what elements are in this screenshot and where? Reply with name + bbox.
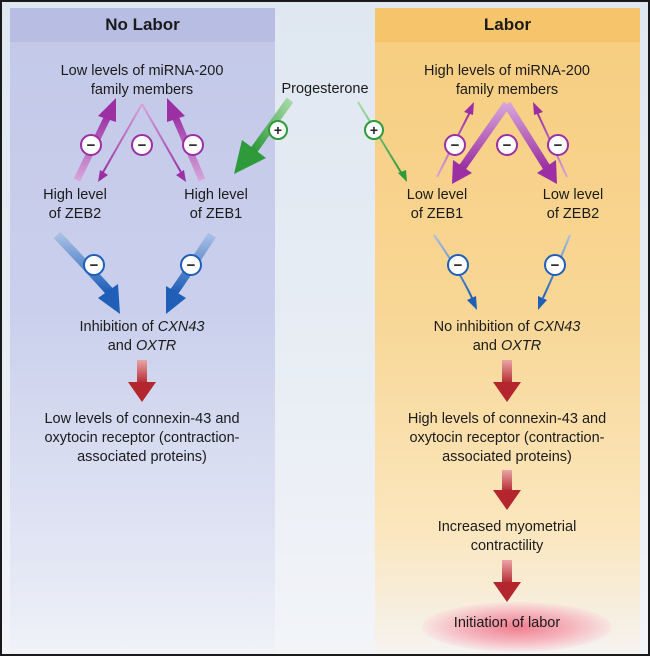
right-contractility-line-2: contractility <box>470 538 544 554</box>
right-result-line-2: oxytocin receptor (contraction- <box>409 430 605 446</box>
left-zeb1-label: High level of ZEB1 <box>166 186 266 224</box>
progesterone-to-right-zeb1-arrow <box>357 101 407 182</box>
svg-text:−: − <box>87 137 96 154</box>
right-zeb2-label: Low level of ZEB2 <box>528 186 618 224</box>
left-result-label: Low levels of connexin-43 and oxytocin r… <box>22 410 262 467</box>
right-red-arrow-1 <box>493 360 521 402</box>
minus-circle-icon: − <box>447 254 469 276</box>
minus-circle-icon: − <box>83 254 105 276</box>
left-result-line-3: associated proteins) <box>77 449 207 465</box>
plus-circle-icon: + <box>364 120 384 140</box>
minus-circle-icon: − <box>180 254 202 276</box>
svg-text:−: − <box>187 257 196 274</box>
left-zeb2-line-2: of ZEB2 <box>48 206 102 222</box>
minus-circle-icon: − <box>547 134 569 156</box>
left-inhibition-prefix: Inhibition of <box>79 319 158 335</box>
right-zeb2-line-1: Low level <box>542 187 604 203</box>
no-labor-header: No Labor <box>10 8 275 42</box>
right-gene-conj: and <box>472 338 501 354</box>
right-result-label: High levels of connexin-43 and oxytocin … <box>387 410 627 467</box>
right-mirna-to-zeb2-arrow <box>503 101 557 184</box>
right-contractility-label: Increased myometrial contractility <box>387 518 627 556</box>
right-zeb1-line-2: of ZEB1 <box>410 206 464 222</box>
svg-text:+: + <box>370 122 378 138</box>
svg-text:−: − <box>503 137 512 154</box>
minus-circle-icon: − <box>444 134 466 156</box>
right-contractility-line-1: Increased myometrial <box>437 519 577 535</box>
right-result-line-1: High levels of connexin-43 and <box>407 411 607 427</box>
right-mirna-to-zeb1-arrow <box>452 101 511 184</box>
left-mirna-to-zeb2-arrow <box>98 103 143 182</box>
left-gene-cxn43: CXN43 <box>157 319 205 335</box>
svg-text:−: − <box>138 137 147 154</box>
svg-text:−: − <box>189 137 198 154</box>
left-zeb1-line-1: High level <box>184 187 248 203</box>
left-red-arrow <box>128 360 156 402</box>
labor-header: Labor <box>375 8 640 42</box>
svg-text:−: − <box>551 257 560 274</box>
svg-text:−: − <box>451 137 460 154</box>
svg-text:−: − <box>454 257 463 274</box>
right-zeb2-line-2: of ZEB2 <box>546 206 600 222</box>
left-gene-oxtr: OXTR <box>135 338 177 354</box>
svg-text:−: − <box>90 257 99 274</box>
svg-text:+: + <box>274 122 282 138</box>
right-mirna-line-2: family members <box>455 82 559 98</box>
minus-circle-icon: − <box>131 134 153 156</box>
left-mirna-line-2: family members <box>90 82 194 98</box>
right-mirna-line-1: High levels of miRNA-200 <box>423 63 590 79</box>
right-red-arrow-2 <box>493 470 521 510</box>
no-labor-panel: No Labor <box>10 8 275 654</box>
left-mirna-line-1: Low levels of miRNA-200 <box>60 63 224 79</box>
minus-circle-icon: − <box>544 254 566 276</box>
right-no-inhibition-label: No inhibition of CXN43 and OXTR <box>387 318 627 356</box>
right-result-line-3: associated proteins) <box>442 449 572 465</box>
right-zeb1-line-1: Low level <box>406 187 468 203</box>
left-mirna-label: Low levels of miRNA-200 family members <box>22 62 262 100</box>
left-zeb2-line-1: High level <box>43 187 107 203</box>
left-gene-conj: and <box>107 338 136 354</box>
plus-circle-icon: + <box>268 120 288 140</box>
left-zeb2-label: High level of ZEB2 <box>30 186 120 224</box>
right-zeb1-label: Low level of ZEB1 <box>392 186 482 224</box>
right-gene-oxtr: OXTR <box>500 338 542 354</box>
right-inhibition-prefix: No inhibition of <box>433 319 534 335</box>
left-zeb1-line-2: of ZEB1 <box>189 206 243 222</box>
minus-circle-icon: − <box>182 134 204 156</box>
minus-circle-icon: − <box>496 134 518 156</box>
left-result-line-1: Low levels of connexin-43 and <box>44 411 240 427</box>
svg-text:−: − <box>554 137 563 154</box>
left-inhibition-label: Inhibition of CXN43 and OXTR <box>22 318 262 356</box>
initiation-glow <box>422 602 612 652</box>
progesterone-label: Progesterone <box>281 81 369 97</box>
left-mirna-to-zeb1-arrow <box>141 103 186 182</box>
initiation-of-labor-label: Initiation of labor <box>453 615 561 631</box>
minus-circle-icon: − <box>80 134 102 156</box>
right-red-arrow-3 <box>493 560 521 602</box>
labor-panel: Labor <box>375 8 640 654</box>
left-result-line-2: oxytocin receptor (contraction- <box>44 430 240 446</box>
right-gene-cxn43: CXN43 <box>533 319 581 335</box>
right-mirna-label: High levels of miRNA-200 family members <box>387 62 627 100</box>
